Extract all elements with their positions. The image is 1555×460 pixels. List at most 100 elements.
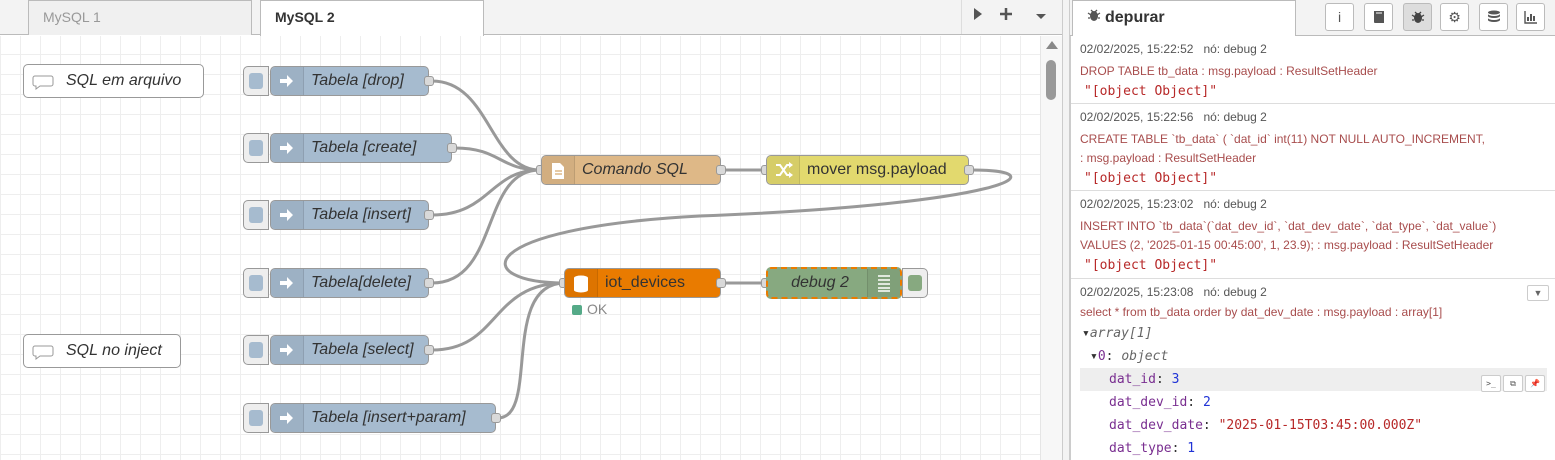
inject-node-delete[interactable]: Tabela[delete] [270,268,429,298]
message-payload[interactable]: "[object Object]" [1084,171,1218,186]
inject-node-drop[interactable]: Tabela [drop] [270,66,429,96]
chevron-down-icon[interactable] [1025,0,1057,34]
message-menu-button[interactable]: ▼ [1527,285,1549,301]
tree-value: 1 [1187,441,1196,456]
chart-icon[interactable] [1516,3,1545,31]
change-node-mover-payload[interactable]: mover msg.payload [766,155,969,185]
wire[interactable] [503,168,1013,285]
tree-type: object [1121,349,1169,364]
message-node-link[interactable]: nó: debug 2 [1203,42,1267,56]
expand-caret-icon[interactable]: ▾ [1090,349,1098,364]
tree-row[interactable]: ▾array[1] [1080,322,1547,345]
flow-canvas[interactable]: SQL em arquivo SQL no inject Tabela [dro… [0,36,1040,460]
sidebar-resize-handle[interactable] [1062,0,1070,460]
copy-path-icon[interactable]: >_ [1481,375,1501,392]
gear-icon[interactable]: ⚙ [1440,3,1469,31]
output-port[interactable] [491,413,501,423]
message-payload[interactable]: "[object Object]" [1084,258,1218,273]
wire[interactable] [431,168,541,217]
status-text: OK [587,301,608,317]
output-port[interactable] [424,210,434,220]
bug-icon[interactable] [1403,3,1432,31]
scroll-up-icon[interactable] [1046,41,1058,49]
plus-icon[interactable] [990,0,1022,34]
tree-row[interactable]: dat_type: 1 [1109,441,1196,456]
inject-button[interactable] [243,335,269,365]
inject-node-create[interactable]: Tabela [create] [270,133,452,163]
template-node-comando-sql[interactable]: Comando SQL [541,155,721,185]
message-time: 02/02/2025, 15:23:08 [1080,285,1194,299]
arrow-in-icon [271,404,304,432]
message-topic: CREATE TABLE `tb_data` ( `dat_id` int(11… [1080,130,1547,168]
tab-depurar[interactable]: depurar [1072,0,1296,36]
node-label: Tabela [insert] [311,206,411,223]
inject-node-insert-param[interactable]: Tabela [insert+param] [270,403,496,433]
topic-line: : msg.payload : ResultSetHeader [1080,151,1257,165]
tree-row[interactable]: dat_dev_id: 2 [1109,395,1211,410]
message-node-link[interactable]: nó: debug 2 [1203,197,1267,211]
output-port[interactable] [447,143,457,153]
database-icon[interactable] [1479,3,1508,31]
tree-type: array[1] [1089,326,1153,341]
copy-value-icon[interactable]: ⧉ [1503,375,1523,392]
wire[interactable] [431,168,541,285]
mysql-node-iot-devices[interactable]: iot_devices [564,268,721,298]
message-node-link[interactable]: nó: debug 2 [1203,110,1267,124]
tab-mysql-2[interactable]: MySQL 2 [260,0,484,36]
tree-row[interactable]: dat_id: 3 >_⧉📌 [1080,368,1547,394]
speech-bubble-icon [32,75,54,90]
comment-label: SQL no inject [66,342,162,359]
wire[interactable] [431,79,541,172]
message-node-link[interactable]: nó: debug 2 [1203,285,1267,299]
message-time: 02/02/2025, 15:23:02 [1080,197,1194,211]
output-port[interactable] [424,278,434,288]
output-port[interactable] [716,165,726,175]
shuffle-icon [767,156,800,184]
debug-node-debug-2[interactable]: debug 2 [766,267,902,299]
canvas-scrollbar[interactable] [1040,36,1062,460]
node-label: Tabela [create] [311,139,417,156]
wire[interactable] [497,281,566,420]
comment-node-sql-file[interactable]: SQL em arquivo [23,64,204,98]
inject-node-select[interactable]: Tabela [select] [270,335,429,365]
message-topic: select * from tb_data order by dat_dev_d… [1080,305,1443,319]
sidebar-tab-label: depurar [1105,9,1165,26]
comment-node-sql-inject[interactable]: SQL no inject [23,334,181,368]
info-icon[interactable]: i [1325,3,1354,31]
output-port[interactable] [424,345,434,355]
tree-row[interactable]: dat_dev_date: "2025-01-15T03:45:00.000Z" [1109,418,1423,433]
output-port[interactable] [964,165,974,175]
tree-key: dat_id [1109,372,1156,387]
tree-value: 2 [1202,395,1211,410]
output-port[interactable] [716,278,726,288]
node-label: debug 2 [791,274,849,291]
topic-line: CREATE TABLE `tb_data` ( `dat_id` int(11… [1080,132,1486,146]
expand-caret-icon[interactable]: ▾ [1082,326,1090,341]
tree-row[interactable]: ▾0: object [1090,349,1169,364]
payload-tree: ▾array[1] ▾0: object dat_id: 3 >_⧉📌 dat_… [1080,322,1547,460]
inject-node-insert[interactable]: Tabela [insert] [270,200,429,230]
debug-toggle-button[interactable] [902,268,928,298]
pin-icon[interactable]: 📌 [1525,375,1545,392]
status-badge: OK [572,301,607,317]
inject-button[interactable] [243,268,269,298]
message-time: 02/02/2025, 15:22:52 [1080,42,1194,56]
inject-button[interactable] [243,200,269,230]
node-label: mover msg.payload [807,161,947,178]
triangle-right-icon[interactable] [962,0,994,34]
message-payload[interactable]: "[object Object]" [1084,84,1218,99]
scrollbar-thumb[interactable] [1046,60,1056,100]
inject-button[interactable] [243,403,269,433]
row-tools: >_⧉📌 [1479,371,1545,394]
book-icon[interactable] [1364,3,1393,31]
inject-button[interactable] [243,66,269,96]
wire[interactable] [431,281,566,352]
output-port[interactable] [424,76,434,86]
inject-button[interactable] [243,133,269,163]
tree-key: dat_dev_date [1109,418,1203,433]
wire[interactable] [454,146,541,172]
tab-mysql-1[interactable]: MySQL 1 [28,0,252,35]
